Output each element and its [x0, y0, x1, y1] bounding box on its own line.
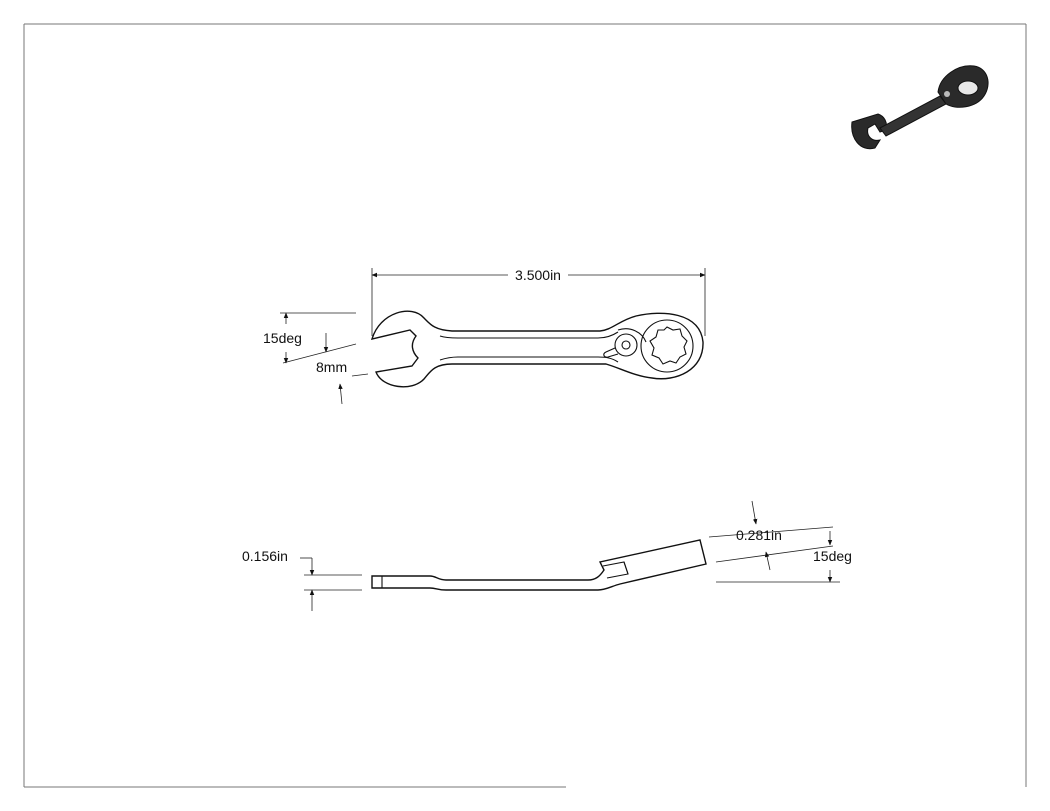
dim-angle-open-end-label: 15deg: [263, 330, 302, 346]
dim-head-thickness: 0.281in: [708, 500, 834, 571]
dim-thickness: 0.156in: [242, 548, 362, 611]
dim-thickness-label: 0.156in: [242, 548, 288, 564]
dim-angle-open-end: 15deg: [263, 312, 357, 364]
wrench-isometric-icon: [851, 65, 989, 150]
dim-head-thickness-label: 0.281in: [736, 527, 782, 543]
dim-opening-label: 8mm: [316, 359, 347, 375]
side-view-wrench-outline: [371, 539, 707, 591]
top-view-wrench-outline: [370, 310, 704, 388]
dim-offset-angle: 15deg: [716, 531, 852, 583]
dim-length: 3.500in: [371, 267, 706, 336]
top-view-gear-twelve-point: [649, 326, 688, 365]
sheet-frame: [23, 23, 1027, 788]
top-view: [370, 310, 704, 388]
dim-length-label: 3.500in: [515, 267, 561, 283]
side-view: [371, 539, 707, 591]
dim-offset-angle-label: 15deg: [813, 548, 852, 564]
dim-opening: 8mm: [316, 333, 369, 405]
